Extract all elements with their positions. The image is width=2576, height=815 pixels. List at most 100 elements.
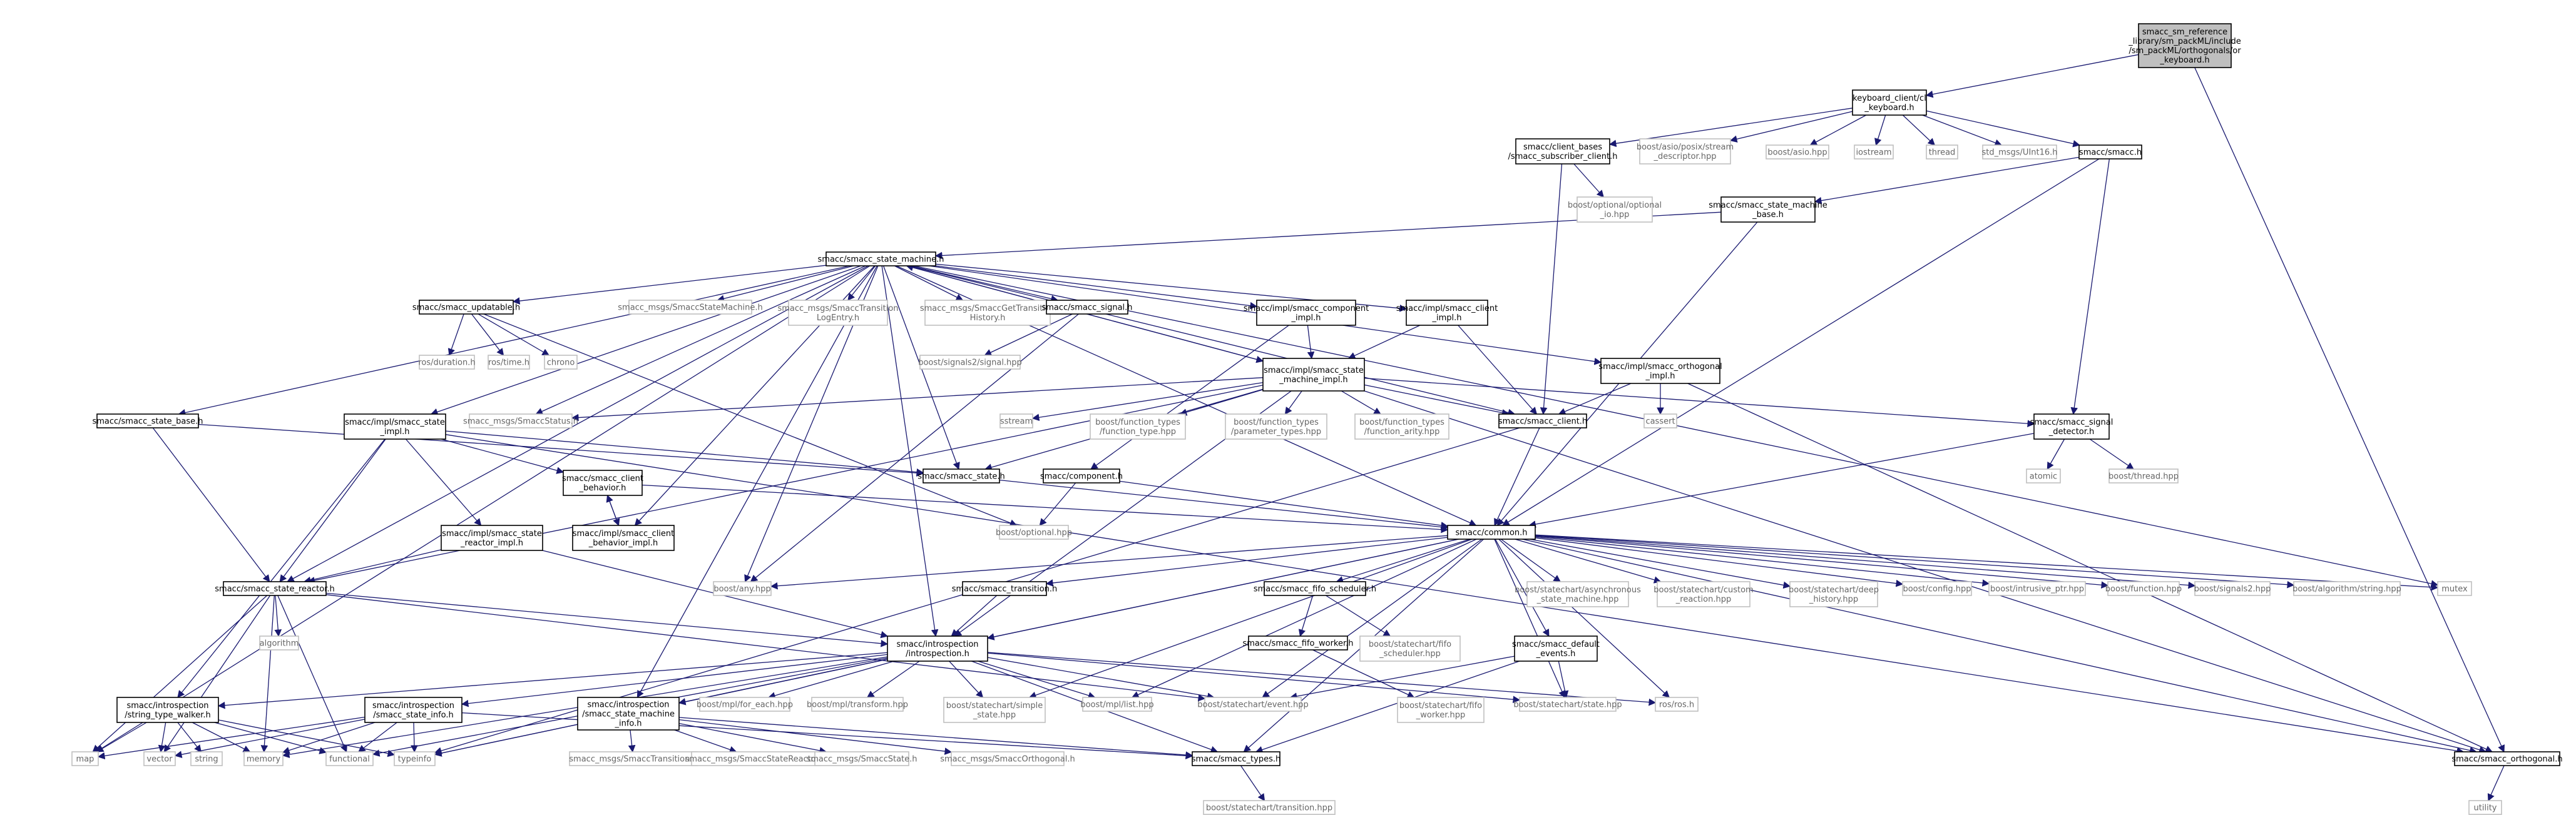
node-box-async [1526,581,1629,607]
node-signals2: boost/signals2/signal.hpp [918,355,1022,370]
node-smacch[interactable]: smacc/smacc.h [2078,144,2142,159]
node-component[interactable]: smacc/component.h [1040,468,1123,483]
node-label-sigdet-0: smacc/smacc_signal [2030,418,2113,427]
node-label-mpllist-0: boost/mpl/list.hpp [1080,701,1153,710]
node-box-memory [243,751,284,766]
node-label-thread-0: thread [1929,148,1956,158]
node-label-subclient-1: /smacc_subscriber_client.h [1508,152,1618,161]
node-intrusive: boost/intrusive_ptr.hpp [1988,581,2086,596]
node-config: boost/config.hpp [1902,581,1972,596]
node-orthogonal[interactable]: smacc/smacc_orthogonal.h [2451,751,2563,766]
node-transition[interactable]: smacc/smacc_transition.h [952,581,1058,596]
node-fifoschedhpp: boost/statechart/fifo_scheduler.hpp [1359,635,1461,662]
node-typewalker[interactable]: smacc/introspection/string_type_walker.h [116,697,219,723]
node-introspection[interactable]: smacc/introspection/introspection.h [887,635,988,662]
node-fifosched[interactable]: smacc/smacc_fifo_scheduler.h [1254,581,1376,596]
edge-common-to-config [1535,537,1904,587]
edge-reactor-to-functional [277,595,347,753]
node-asio: boost/asio.hpp [1766,144,1829,159]
node-defevents[interactable]: smacc/smacc_default_events.h [1512,635,1600,662]
node-reactorimpl[interactable]: smacc/impl/smacc_state_reactor_impl.h [441,525,543,551]
node-box-smaccstatus [469,413,573,428]
node-mpltransform: boost/mpl/transform.hpp [807,697,908,712]
node-label-simplestate-0: boost/statechart/simple [946,701,1043,711]
node-client[interactable]: smacc/smacc_client.h [1498,413,1587,428]
node-string: string [190,751,223,766]
edge-common-to-mutex [1535,534,2439,591]
node-box-anyhpp [713,581,772,596]
node-box-subclient [1515,138,1610,165]
node-clientimpl[interactable]: smacc/impl/smacc_client_impl.h [1396,300,1498,326]
node-subclient[interactable]: smacc/client_bases/smacc_subscriber_clie… [1508,138,1618,165]
node-box-boptional [999,525,1069,540]
node-sigdet[interactable]: smacc/smacc_signal_detector.h [2030,413,2113,440]
node-root[interactable]: smacc_sm_reference_library/sm_packML/inc… [2128,23,2241,68]
edge-common-to-algostr [1535,534,2295,589]
node-label-string-0: string [195,755,218,764]
edge-smimpl-to-farity [1341,390,1382,415]
edge-root-to-orthogonal [2194,67,2505,753]
node-smbase[interactable]: smacc/smacc_state_machine_base.h [1709,196,1827,223]
node-signal[interactable]: smacc/smacc_signal.h [1041,300,1133,315]
edge-common-to-orthogonal [1522,539,2477,754]
edge-common-to-simplestate [1028,539,1473,699]
node-sminfo[interactable]: smacc/introspection/smacc_state_machine_… [577,697,680,731]
node-clientbeh[interactable]: smacc/smacc_client_behavior.h [562,470,643,496]
node-stateimpl[interactable]: smacc/impl/smacc_state_impl.h [344,413,446,440]
node-sm[interactable]: smacc/smacc_state_machine.h [818,251,944,266]
node-box-transition [962,581,1047,596]
edge-smimpl-to-sstream [1031,382,1264,422]
node-box-reactor [223,581,327,596]
node-kbd[interactable]: keyboard_client/cl_keyboard.h [1852,89,1927,116]
node-statebase[interactable]: smacc/smacc_state_base.h [92,413,203,428]
node-mutex: mutex [2437,581,2472,596]
node-label-transhpp-0: boost/statechart/transition.hpp [1206,804,1332,813]
edge-kbd-to-thread [1902,114,1936,146]
edge-compimpl-to-component [1090,325,1289,470]
node-cbimpl[interactable]: smacc/impl/smacc_client_behavior_impl.h [572,525,675,551]
node-label-stateimpl-0: smacc/impl/smacc_state [345,418,445,427]
edge-smimpl-to-smaccstatus [571,377,1264,422]
node-reactor[interactable]: smacc/smacc_state_reactor.h [215,581,335,596]
node-compimpl[interactable]: smacc/impl/smacc_component_impl.h [1244,300,1369,326]
edge-sminfo-to-msgtransition [628,729,636,753]
node-label-memory-0: memory [247,755,281,764]
node-msgstate: smacc_msgs/SmaccState.h [807,751,917,766]
node-label-typewalker-0: smacc/introspection [126,701,208,711]
edge-common-to-anyhpp [770,535,1448,590]
node-label-iostream-0: iostream [1856,148,1891,158]
node-label-translog-1: LogEntry.h [817,313,859,323]
node-box-msgstate [814,751,909,766]
node-label-atomic-0: atomic [2030,472,2057,482]
node-state[interactable]: smacc/smacc_state.h [917,468,1005,483]
node-smimpl[interactable]: smacc/impl/smacc_state_machine_impl.h [1262,358,1365,392]
node-types[interactable]: smacc/smacc_types.h [1192,751,1280,766]
node-box-client [1498,413,1587,428]
node-label-state-0: smacc/smacc_state.h [917,472,1005,482]
edge-sminfo-to-msgreactor [674,729,737,754]
node-box-string [190,751,223,766]
node-label-reactorimpl-0: smacc/impl/smacc_state [442,529,542,539]
node-label-signals2h-0: boost/signals2.hpp [2194,585,2271,594]
edge-sminfo-to-types [678,717,1193,759]
edge-reactor-to-map [92,595,268,752]
node-box-chrono [544,355,578,370]
node-label-root-1: _library/sm_packML/include [2128,37,2241,46]
edge-defevents-to-statehpp [1558,661,1569,699]
node-label-fifosched-0: smacc/smacc_fifo_scheduler.h [1254,585,1376,594]
edge-typewalker-to-vector [158,722,166,753]
node-common[interactable]: smacc/common.h [1447,525,1536,540]
edge-introspection-to-event [987,657,1215,700]
node-orthimpl[interactable]: smacc/impl/smacc_orthogonal_impl.h [1598,358,1722,384]
node-stateinfo[interactable]: smacc/introspection/smacc_state_info.h [364,697,463,723]
edge-common-to-signals2h [1535,535,2196,589]
node-label-orthogonal-0: smacc/smacc_orthogonal.h [2451,755,2562,764]
node-box-function [2107,581,2180,596]
node-cassert: cassert [1643,413,1677,428]
node-label-intrusive-0: boost/intrusive_ptr.hpp [1990,585,2084,594]
node-fifoworker[interactable]: smacc/smacc_fifo_worker.h [1242,635,1354,650]
edge-clientbeh-to-common [641,484,1449,534]
node-updatable[interactable]: smacc/smacc_updatable.h [412,300,520,315]
